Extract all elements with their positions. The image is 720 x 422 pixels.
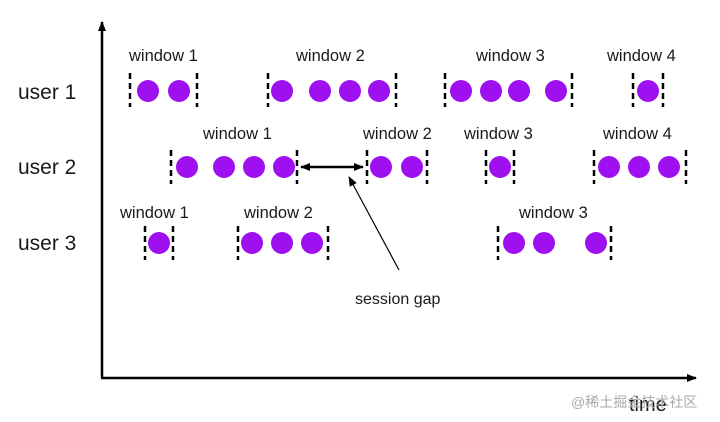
- window-group-user3-window1: [143, 226, 175, 260]
- window-label: window 2: [295, 47, 365, 65]
- event-dot: [368, 80, 390, 102]
- event-dot: [273, 156, 295, 178]
- window-label: window 1: [119, 204, 189, 222]
- window-label: window 4: [606, 47, 676, 65]
- event-dot: [480, 80, 502, 102]
- window-label: window 4: [602, 125, 672, 143]
- event-dot: [168, 80, 190, 102]
- window-group-user3-window3: [496, 226, 613, 260]
- event-dot: [176, 156, 198, 178]
- event-dot: [489, 156, 511, 178]
- event-dot: [545, 80, 567, 102]
- event-dot: [339, 80, 361, 102]
- event-dot: [301, 232, 323, 254]
- event-dot: [309, 80, 331, 102]
- window-label: window 1: [128, 47, 198, 65]
- x-axis-label: time: [629, 394, 667, 416]
- event-dot: [401, 156, 423, 178]
- window-group-user1-window3: [443, 73, 574, 107]
- event-dot: [148, 232, 170, 254]
- event-dot: [628, 156, 650, 178]
- event-dot: [450, 80, 472, 102]
- window-label: window 3: [463, 125, 533, 143]
- session-gap-pointer-arrow: [348, 176, 400, 271]
- event-dot: [271, 232, 293, 254]
- window-label: window 2: [362, 125, 432, 143]
- event-dot: [137, 80, 159, 102]
- window-group-user2-window4: [592, 150, 688, 184]
- window-group-user1-window4: [631, 73, 665, 107]
- event-dot: [243, 156, 265, 178]
- event-dot: [241, 232, 263, 254]
- window-group-user1-window2: [266, 73, 398, 107]
- watermark: @稀土掘金技术社区: [571, 394, 697, 410]
- window-group-user1-window1: [128, 73, 199, 107]
- event-dot: [637, 80, 659, 102]
- window-label: window 3: [475, 47, 545, 65]
- event-dot: [503, 232, 525, 254]
- event-dot: [508, 80, 530, 102]
- session-gap-label: session gap: [355, 291, 440, 308]
- event-dot: [533, 232, 555, 254]
- event-dot: [370, 156, 392, 178]
- event-dot: [598, 156, 620, 178]
- event-dot: [213, 156, 235, 178]
- window-group-user2-window3: [484, 150, 516, 184]
- event-dot: [271, 80, 293, 102]
- window-group-user2-window1: [169, 150, 299, 184]
- window-group-user2-window2: [365, 150, 429, 184]
- window-label: window 2: [243, 204, 313, 222]
- window-label: window 1: [202, 125, 272, 143]
- row-label-user-1: user 1: [18, 81, 76, 104]
- row-label-user-3: user 3: [18, 232, 76, 255]
- event-dot: [585, 232, 607, 254]
- window-group-user3-window2: [236, 226, 330, 260]
- event-dot: [658, 156, 680, 178]
- window-label: window 3: [518, 204, 588, 222]
- row-label-user-2: user 2: [18, 156, 76, 179]
